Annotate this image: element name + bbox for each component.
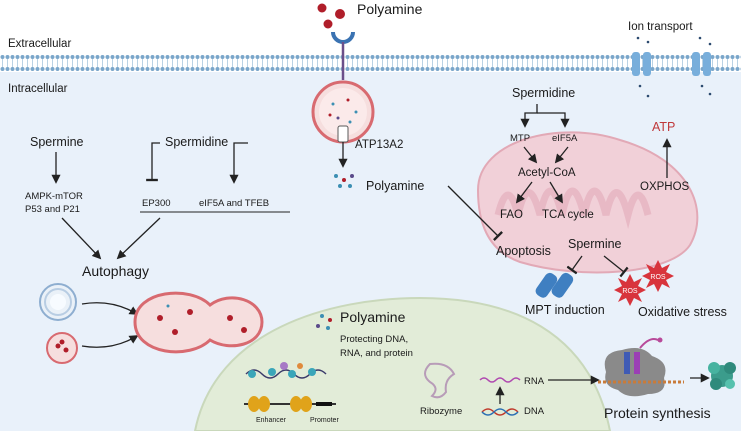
- enhancer-promoter-dna: [244, 396, 336, 412]
- polyamine-nucleus-dots: [316, 314, 332, 330]
- arrow-to-autophagy-1: [61, 217, 102, 260]
- spermine-ros-inhibit: [603, 255, 629, 278]
- ampk-label: AMPK-mTOR: [25, 191, 83, 202]
- mpt-pore: [535, 272, 574, 298]
- fusion-arrow-1: [81, 302, 139, 315]
- mtp-label: MTP: [510, 133, 530, 144]
- fusion-arrow-2: [81, 335, 139, 348]
- ros-burst-1: ROS: [614, 274, 646, 306]
- polyamine-mid-label: Polyamine: [366, 179, 424, 193]
- ribozyme-icon: [424, 362, 456, 399]
- atp13a2-label: ATP13A2: [355, 139, 403, 151]
- ion-transport-label: Ion transport: [628, 21, 693, 33]
- spermidine-left-label: Spermidine: [165, 135, 228, 149]
- lysosome: [46, 332, 78, 364]
- ion-channel: [632, 36, 712, 98]
- plasma-membrane: [0, 55, 741, 73]
- polyamine-nucleus-label: Polyamine: [340, 309, 406, 325]
- protecting-label-2: RNA, and protein: [340, 348, 413, 359]
- chromatin: [245, 362, 327, 379]
- intracellular-label: Intracellular: [8, 83, 68, 95]
- extracellular-label: Extracellular: [8, 38, 71, 50]
- enhancer-label: Enhancer: [256, 417, 287, 424]
- fao-label: FAO: [500, 209, 523, 221]
- acetyl-tca-arrow: [549, 181, 563, 204]
- mtp-acetyl-arrow: [523, 146, 538, 164]
- spermine-right-label: Spermine: [568, 237, 622, 251]
- dna-label: DNA: [524, 406, 545, 417]
- spermine-mpt-inhibit: [566, 255, 583, 275]
- promoter-label: Promoter: [310, 417, 339, 424]
- polyamine-receptor: [317, 3, 355, 80]
- acetyl-coa-label: Acetyl-CoA: [518, 167, 576, 179]
- ribosome: [598, 337, 684, 397]
- polyamine-top-label: Polyamine: [357, 1, 423, 17]
- ribozyme-label: Ribozyme: [420, 406, 462, 417]
- tca-label: TCA cycle: [542, 209, 594, 221]
- spermidine-eif5a-arrow: [537, 112, 570, 128]
- protein-icon: [708, 362, 736, 390]
- extracellular-space: [0, 0, 741, 56]
- atp-label: ATP: [652, 120, 675, 134]
- inhibit-apoptosis: [447, 185, 503, 241]
- eif5a-tfeb-label: eIF5A and TFEB: [199, 198, 269, 209]
- spermidine-right-label: Spermidine: [512, 86, 575, 100]
- autolysosome: [133, 291, 264, 354]
- ep300-label: EP300: [142, 198, 171, 209]
- spermidine-mtp-arrow: [520, 104, 538, 128]
- rna-strand: [479, 377, 521, 383]
- ros-burst-2: ROS: [642, 260, 674, 292]
- p53-label: P53 and P21: [25, 204, 80, 215]
- endosome: [311, 80, 375, 144]
- polyamine-dots: [334, 174, 354, 188]
- eif5a-label: eIF5A: [552, 133, 578, 144]
- oxphos-label: OXPHOS: [640, 181, 690, 193]
- dna-helix: [481, 408, 519, 416]
- autophagosome: [39, 283, 77, 321]
- spermidine-ep300-inhibit: [146, 142, 160, 182]
- rna-label: RNA: [524, 376, 545, 387]
- ros1-text: ROS: [622, 288, 638, 295]
- apoptosis-label: Apoptosis: [496, 244, 551, 258]
- mpt-label: MPT induction: [525, 303, 605, 317]
- autophagy-label: Autophagy: [82, 263, 149, 279]
- protecting-label-1: Protecting DNA,: [340, 334, 408, 345]
- eif5a-acetyl-arrow: [554, 146, 569, 164]
- oxidative-stress-label: Oxidative stress: [638, 305, 727, 319]
- arrow-to-autophagy-2: [116, 217, 161, 260]
- spermidine-eif5a-arrow: [229, 142, 248, 184]
- acetyl-fao-arrow: [515, 181, 533, 204]
- protein-synthesis-label: Protein synthesis: [604, 405, 711, 421]
- spermine-left-label: Spermine: [30, 135, 84, 149]
- ros2-text: ROS: [650, 274, 666, 281]
